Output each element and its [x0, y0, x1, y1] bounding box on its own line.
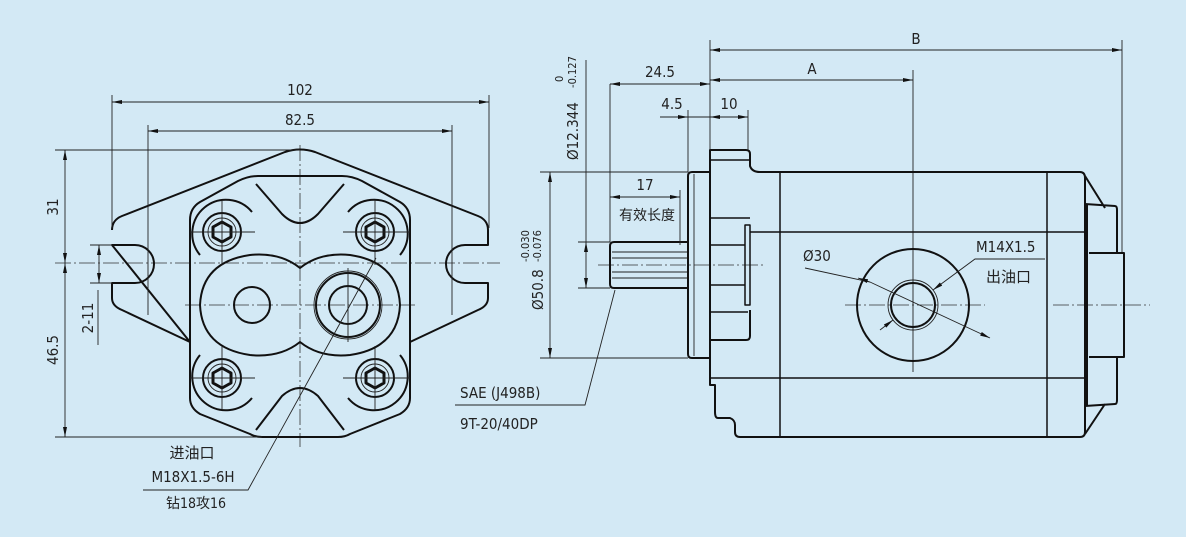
pilot-diameter-dim: Ø50.8 -0.030 -0.076	[519, 230, 547, 310]
pilot	[687, 171, 710, 359]
shaft-hole	[233, 286, 271, 324]
side-dimension-lines	[455, 40, 1123, 406]
outlet-port	[856, 248, 970, 362]
port-dia: Ø30	[803, 247, 831, 265]
pump-body-outline	[189, 175, 411, 438]
outlet-label: 出油口	[986, 268, 1031, 286]
spline-std: SAE (J498B)	[460, 384, 540, 402]
bottom-notch	[255, 387, 345, 431]
pilot-tol-lower: -0.076	[531, 230, 544, 262]
shaft-tol-upper: 0	[553, 76, 566, 82]
dim-A: A	[807, 60, 817, 78]
inlet-port	[313, 268, 383, 342]
bolt-bosses	[191, 198, 409, 412]
flange-lower-edge	[710, 310, 751, 341]
mounting-flange	[709, 149, 1086, 438]
rear-cap	[1084, 175, 1125, 435]
dim-bolt-spacing: 82.5	[285, 111, 315, 129]
pilot-tol-upper: -0.030	[519, 230, 532, 262]
dim-spline-length: 17	[636, 176, 653, 194]
dim-bottom-height: 46.5	[44, 335, 62, 365]
dim-shaft-length: 24.5	[645, 63, 675, 81]
dim-slot: 2-11	[79, 303, 97, 334]
spline-spec: 9T-20/40DP	[460, 415, 538, 433]
dimension-lines	[55, 95, 490, 491]
spline-shaft	[609, 241, 688, 289]
inlet-drill: 钻18攻16	[166, 496, 226, 512]
flange-lines	[710, 159, 1085, 437]
pilot-dia: Ø50.8	[529, 269, 547, 310]
front-view: 102 82.5 31 46.5 2-11 进油口 M18X1.5-6H 钻18…	[44, 81, 500, 512]
dim-flange: 10	[720, 95, 737, 113]
gear-cavity	[199, 253, 401, 357]
dim-B: B	[911, 30, 920, 48]
top-notch	[255, 183, 345, 224]
dim-top-height: 31	[44, 198, 62, 215]
dim-overall-width: 102	[287, 81, 313, 99]
spline-length-label: 有效长度	[619, 208, 675, 224]
shaft-diameter-dim: Ø12.344 0 -0.127	[553, 56, 582, 160]
side-view: B A 24.5 4.5 10 17 有效长度 Ø12.344 0 -0.127…	[455, 30, 1150, 438]
dim-pilot: 4.5	[661, 95, 682, 113]
shaft-tol-lower: -0.127	[566, 56, 579, 88]
bolt-centerlines	[147, 125, 453, 410]
mounting-flange-outline	[111, 148, 489, 343]
shaft-dia: Ø12.344	[564, 102, 582, 160]
inlet-thread: M18X1.5-6H	[151, 468, 234, 486]
inlet-label: 进油口	[169, 444, 214, 462]
outlet-thread: M14X1.5	[976, 238, 1036, 256]
